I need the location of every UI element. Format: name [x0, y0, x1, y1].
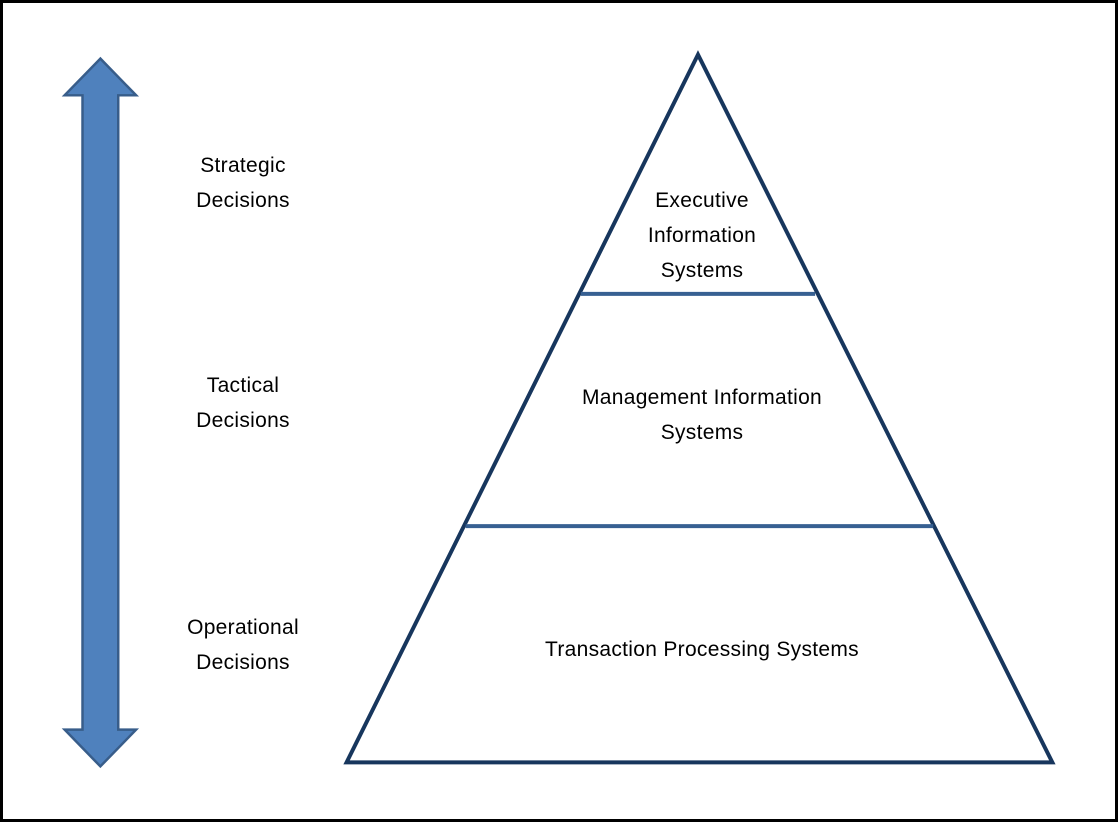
updown-arrow-icon	[61, 56, 140, 769]
left-label-text: Operational Decisions	[187, 616, 299, 674]
pyramid-diagram-canvas	[61, 50, 1056, 769]
left-label-strategic-decisions: Strategic Decisions	[143, 148, 343, 218]
pyramid-tier-label-management-information-systems: Management Information Systems	[581, 386, 823, 444]
pyramid-outline	[343, 50, 1056, 765]
left-label-text: Strategic Decisions	[196, 154, 290, 212]
left-label-tactical-decisions: Tactical Decisions	[143, 368, 343, 438]
pyramid-tier-label-transaction-processing-systems: Transaction Processing Systems	[544, 638, 859, 661]
left-label-operational-decisions: Operational Decisions	[143, 610, 343, 680]
left-label-text: Tactical Decisions	[196, 374, 290, 432]
pyramid-tier-label-executive-information-systems: Executive Information Systems	[647, 189, 757, 282]
